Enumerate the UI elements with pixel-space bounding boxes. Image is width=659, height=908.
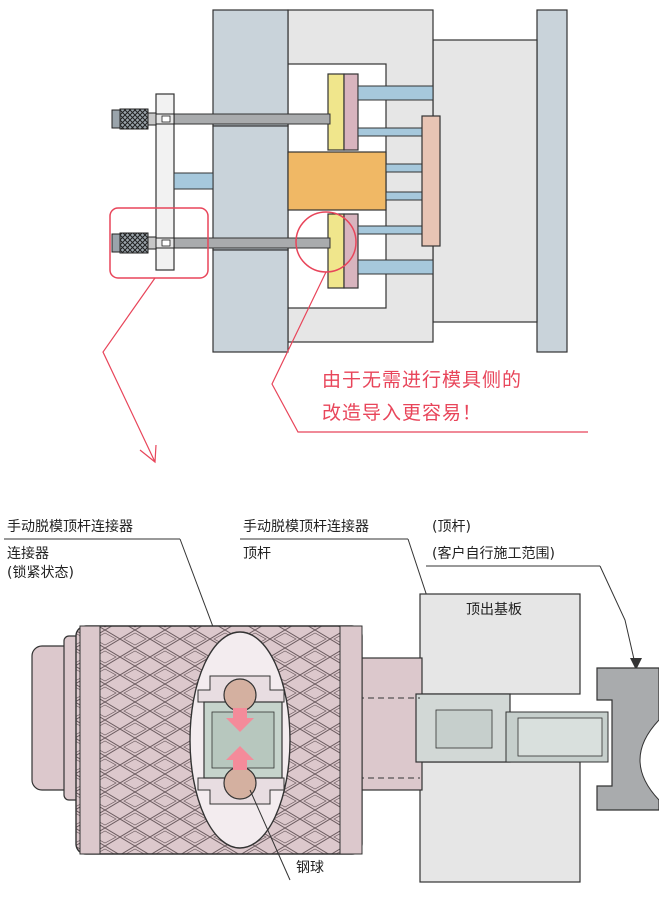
label-leader-left: [179, 538, 219, 641]
lock-arrow-down: [226, 708, 254, 732]
connector-body-band-left: [79, 625, 101, 855]
callout-line-2: 改造导入更容易！: [322, 402, 483, 424]
connector-bottom: [111, 232, 175, 254]
knockout-rod-bottom: [173, 237, 331, 249]
ejector-base-plate-bottom: [419, 761, 581, 883]
zoom-arrow-line: [102, 277, 156, 463]
label-ejector-pin-1: (顶杆): [432, 519, 471, 535]
ejector-rod-3: [385, 191, 423, 201]
return-pin-2: [357, 259, 434, 275]
steel-ball-bottom: [223, 766, 257, 800]
ejector-retainer-plate: [421, 115, 441, 247]
mold-assembly: [111, 9, 568, 353]
steel-ball-top: [223, 678, 257, 712]
knockout-rod-top: [173, 113, 331, 125]
ejector-pin-inner: [435, 709, 493, 749]
label-ejector-plate: 顶出基板: [466, 602, 522, 618]
callout-line-1: 由于无需进行模具侧的: [322, 369, 523, 391]
connector-highlight-box: [109, 207, 209, 279]
label-connector-title-left: 手动脱模顶杆连接器: [7, 519, 133, 535]
connector-body-band-right: [339, 625, 363, 855]
ejector-rod-1: [357, 127, 423, 137]
ejector-base-plate-top: [419, 593, 581, 695]
ejector-plate-top-yellow: [327, 73, 345, 151]
connector-top: [111, 108, 175, 130]
label-leader-right: [599, 565, 637, 669]
ejector-rod-2: [385, 163, 423, 173]
mold-movable-plate-top: [212, 9, 289, 127]
label-steel-ball: 钢球: [296, 860, 324, 876]
ejector-plate-top-pink: [343, 73, 359, 151]
label-leader-right-arrow: [630, 658, 642, 670]
steel-ball-leader: [249, 789, 291, 881]
label-connector-sub-mid: 顶杆: [243, 546, 271, 562]
connector-sleeve: [359, 657, 423, 791]
ejector-rod-4: [357, 225, 423, 235]
zoom-arrow-head: [139, 444, 157, 464]
ejector-pin-thread-core: [517, 717, 603, 757]
ejector-bar-connector: [173, 172, 214, 190]
label-ejector-pin-2: (客户自行施工范围): [432, 546, 555, 562]
label-connector-sub-left-2: (锁紧状态): [7, 565, 74, 581]
mold-movable-plate-bot: [212, 249, 289, 353]
mold-fixed-plate: [536, 9, 568, 353]
mold-cavity-plate: [432, 39, 538, 323]
label-connector-sub-left-1: 连接器: [7, 546, 49, 562]
callout-leader: [271, 271, 588, 433]
mold-movable-plate-mid: [212, 125, 289, 251]
lock-arrow-up: [226, 746, 254, 770]
return-pin-1: [357, 85, 434, 101]
core-block: [287, 151, 387, 211]
customer-pin-cut: [639, 719, 659, 801]
label-connector-title-mid: 手动脱模顶杆连接器: [243, 519, 369, 535]
ejector-plate-bot-yellow: [327, 213, 345, 289]
